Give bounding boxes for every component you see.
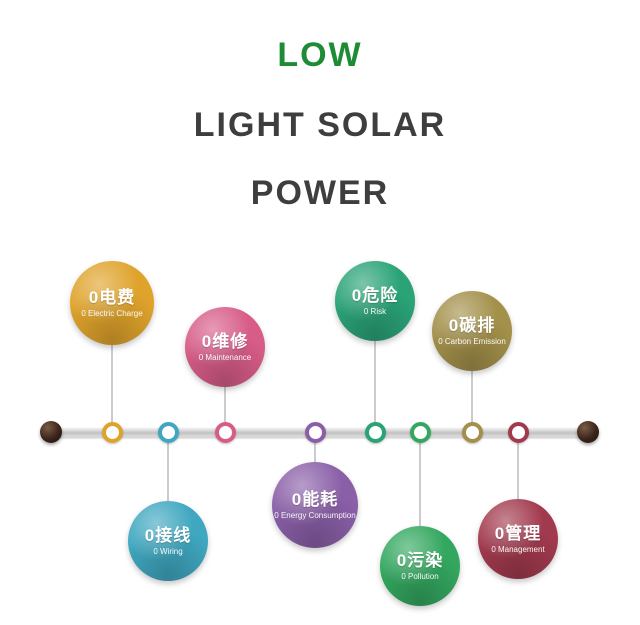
connector-management [517, 437, 519, 499]
node-energy-consumption [305, 422, 326, 443]
connector-maintenance [224, 387, 226, 428]
node-risk [365, 422, 386, 443]
bubble-electric-charge: 0电费 0 Electric Charge [70, 261, 154, 345]
bubble-risk: 0危险 0 Risk [335, 261, 415, 341]
bubble-sublabel: 0 Energy Consumption [274, 511, 356, 521]
bubble-wiring: 0接线 0 Wiring [128, 501, 208, 581]
bubble-management: 0管理 0 Management [478, 499, 558, 579]
bubble-sublabel: 0 Management [491, 545, 545, 555]
bubble-sublabel: 0 Wiring [153, 547, 183, 557]
timeline-endpoint-right [577, 421, 599, 443]
connector-wiring [167, 437, 169, 501]
bubble-sublabel: 0 Pollution [401, 572, 439, 582]
bubble-label: 0危险 [351, 285, 399, 305]
bubble-label: 0污染 [396, 550, 444, 570]
bubble-sublabel: 0 Carbon Emission [438, 337, 506, 347]
bubble-maintenance: 0维修 0 Maintenance [185, 307, 265, 387]
bubble-sublabel: 0 Risk [363, 307, 387, 317]
bubble-label: 0管理 [494, 523, 542, 543]
connector-electric-charge [111, 345, 113, 428]
title-power: POWER [250, 174, 390, 212]
bubble-label: 0碳排 [448, 315, 496, 335]
node-management [508, 422, 529, 443]
bubble-carbon-emission: 0碳排 0 Carbon Emission [432, 291, 512, 371]
timeline-endpoint-left [40, 421, 62, 443]
node-wiring [158, 422, 179, 443]
bubble-energy-consumption: 0能耗 0 Energy Consumption [272, 462, 358, 548]
title-light-solar: LIGHT SOLAR [193, 106, 447, 144]
bubble-label: 0维修 [201, 331, 249, 351]
connector-risk [374, 341, 376, 428]
connector-carbon-emission [471, 371, 473, 428]
title-low: LOW [277, 36, 363, 74]
bubble-label: 0电费 [88, 287, 136, 307]
bubble-sublabel: 0 Maintenance [198, 353, 252, 363]
bubble-label: 0接线 [144, 525, 192, 545]
connector-energy-consumption [314, 437, 316, 462]
bubble-sublabel: 0 Electric Charge [81, 309, 143, 319]
connector-pollution [419, 437, 421, 526]
node-maintenance [215, 422, 236, 443]
node-electric-charge [102, 422, 123, 443]
node-carbon-emission [462, 422, 483, 443]
node-pollution [410, 422, 431, 443]
bubble-label: 0能耗 [291, 489, 339, 509]
bubble-pollution: 0污染 0 Pollution [380, 526, 460, 606]
